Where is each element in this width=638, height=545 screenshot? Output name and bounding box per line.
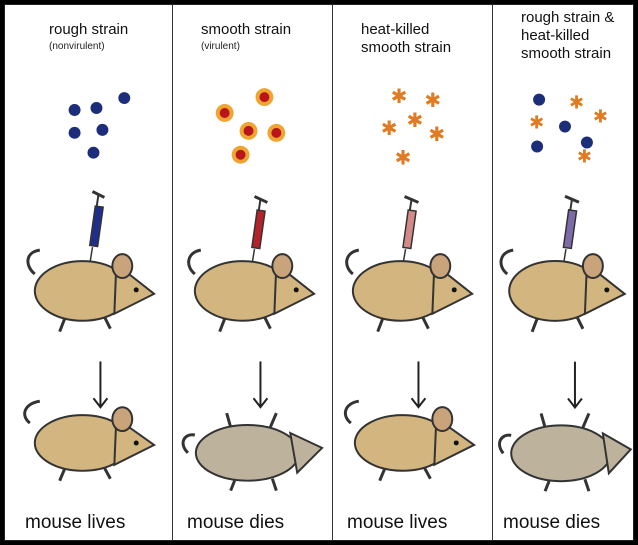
- syringe-icon: [403, 196, 419, 267]
- svg-text:✱: ✱: [577, 146, 592, 167]
- dead-mouse-icon: [183, 413, 322, 491]
- syringe-icon: [89, 191, 104, 266]
- panel-art: [173, 5, 332, 540]
- dead-mouse-icon: [500, 413, 631, 491]
- down-arrow-icon: [412, 361, 426, 407]
- panel-art: ✱✱ ✱✱: [493, 5, 635, 540]
- bacteria-icon: ✱✱ ✱✱: [529, 93, 608, 168]
- down-arrow-icon: [568, 362, 582, 408]
- mouse-icon: [25, 401, 154, 481]
- mouse-icon: [189, 250, 314, 331]
- panel-mixed: rough strain & heat-killed smooth strain…: [493, 5, 635, 540]
- syringe-icon: [252, 196, 268, 267]
- svg-text:✱: ✱: [391, 85, 408, 108]
- svg-text:✱: ✱: [428, 123, 445, 146]
- panel-art: ✱✱ ✱✱✱ ✱: [333, 5, 492, 540]
- mouse-icon: [347, 250, 472, 331]
- syringe-icon: [563, 196, 579, 267]
- outcome-label: mouse lives: [347, 512, 447, 534]
- panel-smooth-strain: smooth strain (virulent): [173, 5, 333, 540]
- down-arrow-icon: [253, 361, 267, 407]
- svg-text:✱: ✱: [395, 147, 412, 170]
- panel-art: [5, 5, 172, 540]
- outcome-label: mouse dies: [187, 512, 284, 534]
- mouse-icon: [28, 250, 154, 332]
- outcome-label: mouse lives: [25, 512, 125, 534]
- bacteria-icon: [216, 88, 286, 164]
- svg-text:✱: ✱: [569, 93, 584, 114]
- bacteria-icon: ✱✱ ✱✱✱ ✱: [381, 85, 445, 170]
- bacteria-icon: [69, 92, 131, 159]
- panel-rough-strain: rough strain (nonvirulent): [5, 5, 173, 540]
- panel-heat-killed: heat-killed smooth strain ✱✱ ✱✱✱ ✱: [333, 5, 493, 540]
- mouse-icon: [501, 250, 625, 332]
- outcome-label: mouse dies: [503, 512, 600, 534]
- svg-text:✱: ✱: [593, 107, 608, 128]
- svg-text:✱: ✱: [529, 113, 544, 134]
- svg-text:✱: ✱: [407, 109, 424, 132]
- griffith-experiment-diagram: rough strain (nonvirulent): [4, 4, 634, 541]
- mouse-icon: [345, 401, 474, 481]
- down-arrow-icon: [93, 361, 107, 407]
- svg-text:✱: ✱: [381, 117, 398, 140]
- svg-text:✱: ✱: [424, 89, 441, 112]
